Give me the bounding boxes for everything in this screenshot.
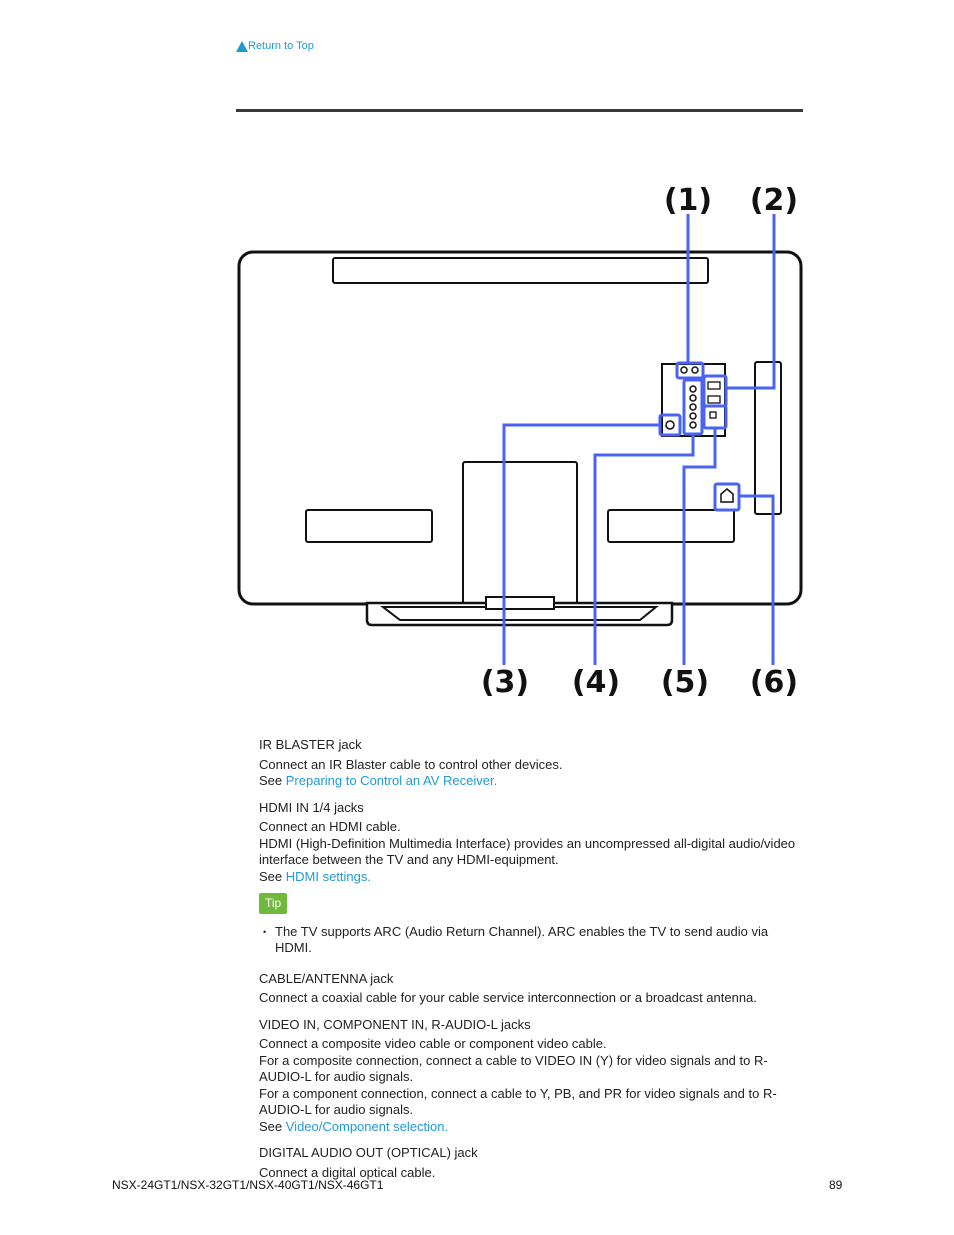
- see-link-hdmi-settings[interactable]: HDMI settings.: [285, 868, 371, 884]
- item-term: DIGITAL AUDIO OUT (OPTICAL) jack: [259, 1145, 478, 1160]
- callout-5-label: (5): [661, 665, 709, 700]
- item-term: CABLE/ANTENNA jack: [259, 970, 394, 986]
- stand-neck: [462, 461, 578, 608]
- jack-descriptions: IR BLASTER jack Connect an IR Blaster ca…: [259, 737, 804, 1191]
- item-ir-blaster: IR BLASTER jack Connect an IR Blaster ca…: [259, 737, 804, 790]
- item-term: IR BLASTER jack: [259, 737, 362, 752]
- left-handle: [305, 509, 433, 543]
- item-line: Connect a coaxial cable for your cable s…: [259, 990, 757, 1005]
- item-digital-audio: DIGITAL AUDIO OUT (OPTICAL) jack Connect…: [259, 1145, 804, 1181]
- item-line: For a component connection, connect a ca…: [259, 1085, 777, 1118]
- side-panel: [754, 361, 782, 515]
- item-term: VIDEO IN, COMPONENT IN, R-AUDIO-L jacks: [259, 1016, 531, 1032]
- callout-1-box: [675, 361, 705, 380]
- top-vent: [332, 257, 709, 284]
- footer-page-number: 89: [829, 1178, 843, 1192]
- item-cable-antenna: CABLE/ANTENNA jack Connect a coaxial cab…: [259, 971, 804, 1007]
- item-line: Connect an IR Blaster cable to control o…: [259, 756, 563, 772]
- see-link-video-component[interactable]: Video/Component selection.: [285, 1118, 449, 1134]
- item-line: Connect a digital optical cable.: [259, 1164, 436, 1180]
- right-handle: [607, 509, 735, 543]
- tv-rear-panel-diagram: (1) (2) (3) (4) (5) (6): [237, 183, 803, 700]
- footer-model-names: NSX-24GT1/NSX-32GT1/NSX-40GT1/NSX-46GT1: [112, 1178, 384, 1192]
- tip-item: •The TV supports ARC (Audio Return Chann…: [263, 923, 769, 956]
- return-to-top-link[interactable]: Return to Top: [236, 40, 314, 52]
- callout-6-label: (6): [750, 665, 798, 700]
- see-link-av-receiver[interactable]: Preparing to Control an AV Receiver.: [285, 773, 498, 788]
- up-arrow-icon: [236, 40, 248, 52]
- item-see: See Video/Component selection.: [259, 1118, 449, 1134]
- item-line: HDMI (High-Definition Multimedia Interfa…: [259, 835, 796, 868]
- tip-badge: Tip: [259, 893, 288, 914]
- item-see: See HDMI settings.: [259, 868, 371, 884]
- return-to-top-label: Return to Top: [248, 40, 314, 52]
- section-divider: [236, 109, 803, 112]
- item-line: Connect a composite video cable or compo…: [259, 1036, 607, 1051]
- callout-3-label: (3): [481, 665, 529, 700]
- item-line: Connect an HDMI cable.: [259, 819, 401, 834]
- item-see: See Preparing to Control an AV Receiver.: [259, 773, 498, 788]
- bullet-icon: •: [263, 926, 267, 937]
- item-line: For a composite connection, connect a ca…: [259, 1052, 768, 1085]
- item-video-component: VIDEO IN, COMPONENT IN, R-AUDIO-L jacks …: [259, 1017, 804, 1136]
- callout-4-label: (4): [572, 665, 620, 700]
- item-hdmi: HDMI IN 1/4 jacks Connect an HDMI cable.…: [259, 800, 804, 886]
- callout-1-label: (1): [664, 183, 712, 218]
- item-term: HDMI IN 1/4 jacks: [259, 799, 364, 815]
- callout-2-label: (2): [750, 183, 798, 218]
- tip-list: •The TV supports ARC (Audio Return Chann…: [259, 924, 804, 957]
